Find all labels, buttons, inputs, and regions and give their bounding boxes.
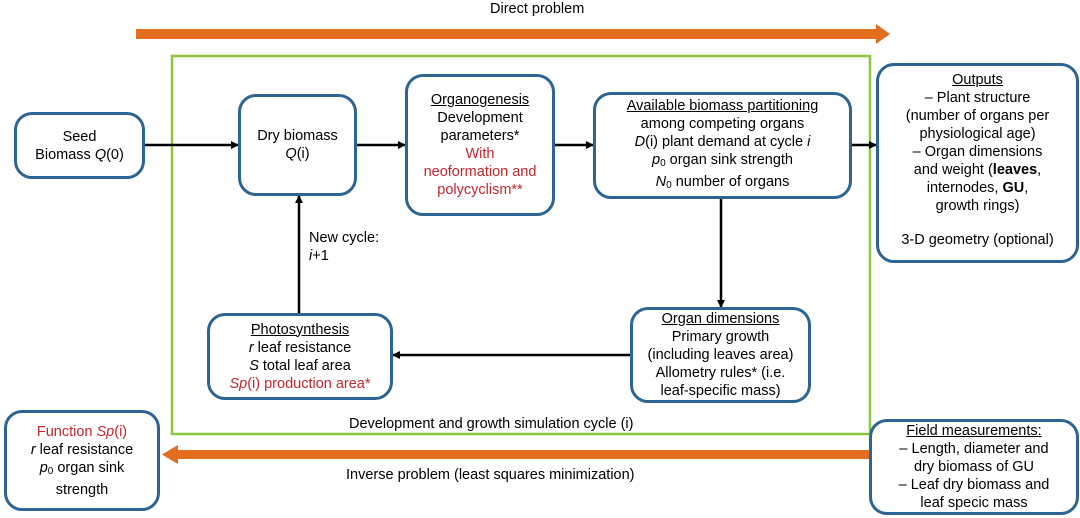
organogenesis-red3: polycyclism** [437, 182, 523, 198]
function-box: Function Sp(i) r leaf resistance p0 orga… [4, 410, 160, 511]
function-line3: p0 organ sink [39, 459, 125, 477]
simulation-cycle-label: Development and growth simulation cycle … [349, 416, 634, 432]
outputs-line4: – Organ dimensions [912, 144, 1043, 160]
function-line1: Function Sp(i) [36, 423, 128, 440]
photosynthesis-line3: Sp(i) production area* [229, 375, 371, 392]
seed-line1: Seed [62, 128, 97, 145]
partitioning-line4: N0 number of organs [655, 173, 790, 191]
field-title: Field measurements: [906, 423, 1042, 439]
field-measurements-box: Field measurements: – Length, diameter a… [869, 419, 1079, 515]
outputs-box: Outputs – Plant structure (number of org… [876, 63, 1079, 263]
field-line4: leaf specic mass [920, 495, 1028, 511]
outputs-line2: (number of organs per [905, 108, 1050, 124]
function-line4: strength [55, 481, 109, 498]
organogenesis-title: Organogenesis [430, 92, 530, 108]
inverse-problem-label: Inverse problem (least squares minimizat… [346, 467, 635, 483]
photosynthesis-box: Photosynthesis r leaf resistance S total… [207, 313, 393, 400]
photosynthesis-title: Photosynthesis [250, 321, 350, 338]
organogenesis-box: Organogenesis Development parameters* Wi… [405, 74, 555, 216]
organ-dimensions-title: Organ dimensions [661, 311, 780, 327]
dry-biomass-box: Dry biomass Q(i) [238, 94, 357, 196]
organogenesis-red2: neoformation and [423, 164, 537, 180]
direct-problem-arrow [136, 24, 890, 44]
organ-dimensions-line2: (including leaves area) [647, 347, 794, 363]
field-line1: – Length, diameter and [899, 441, 1049, 457]
photosynthesis-line2: S total leaf area [249, 357, 351, 374]
organ-dimensions-line1: Primary growth [671, 329, 770, 345]
partitioning-title: Available biomass partitioning [626, 97, 819, 114]
outputs-line3: physiological age) [919, 126, 1036, 142]
direct-problem-label: Direct problem [490, 1, 585, 17]
partitioning-line2: D(i) plant demand at cycle i [634, 133, 811, 150]
function-line2: r leaf resistance [30, 441, 134, 458]
partitioning-box: Available biomass partitioning among com… [593, 92, 852, 199]
organ-dimensions-box: Organ dimensions Primary growth (includi… [630, 307, 811, 403]
outputs-line1: – Plant structure [924, 90, 1031, 106]
simulation-cycle-frame [170, 54, 872, 436]
outputs-line6: internodes, GU, [926, 180, 1029, 196]
new-cycle-line2: i+1 [309, 248, 329, 264]
organ-dimensions-line3: Allometry rules* (i.e. [655, 365, 786, 381]
seed-line2: Biomass Q(0) [35, 146, 124, 163]
field-line3: – Leaf dry biomass and [898, 477, 1050, 493]
partitioning-line1: among competing organs [640, 115, 805, 132]
organogenesis-line2: parameters* [440, 128, 520, 144]
dry-biomass-line1: Dry biomass [257, 128, 338, 144]
field-line2: dry biomass of GU [913, 459, 1035, 475]
organ-dimensions-line4: leaf-specific mass) [660, 383, 781, 399]
organogenesis-red1: With [465, 146, 495, 162]
inverse-problem-arrow [162, 445, 869, 464]
outputs-title: Outputs [952, 72, 1003, 88]
partitioning-line3: p0 organ sink strength [652, 151, 793, 169]
outputs-line7: growth rings) [935, 198, 1020, 214]
outputs-line5: and weight (leaves, [913, 162, 1042, 178]
dry-biomass-line2: Q(i) [285, 146, 310, 162]
new-cycle-line1: New cycle: [309, 230, 380, 246]
new-cycle-label: New cycle: i+1 [309, 229, 379, 265]
seed-box: Seed Biomass Q(0) [14, 112, 145, 179]
organogenesis-line1: Development [437, 110, 523, 126]
photosynthesis-line1: r leaf resistance [248, 339, 352, 356]
outputs-line8: 3-D geometry (optional) [901, 232, 1054, 248]
